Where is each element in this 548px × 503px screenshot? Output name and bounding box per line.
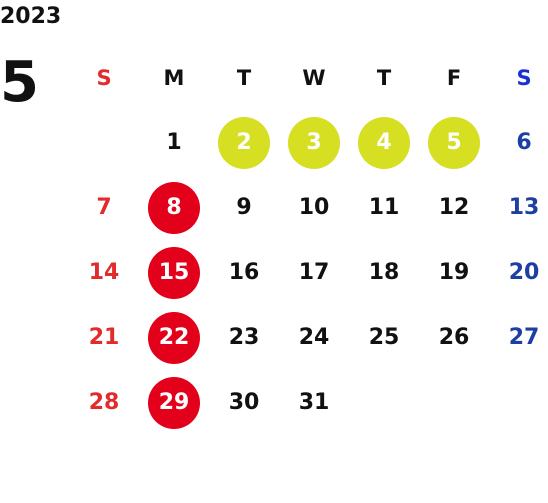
weekday-header-sun: S bbox=[69, 45, 139, 110]
day-cell[interactable]: 19 bbox=[419, 240, 489, 305]
day-number: 24 bbox=[298, 325, 330, 350]
day-cell[interactable]: 12 bbox=[419, 175, 489, 240]
day-cell[interactable]: 3 bbox=[279, 110, 349, 175]
day-cell[interactable]: 14 bbox=[69, 240, 139, 305]
day-cell[interactable]: 18 bbox=[349, 240, 419, 305]
day-cell[interactable]: 20 bbox=[489, 240, 548, 305]
day-number: 12 bbox=[438, 195, 470, 220]
holiday-highlight-circle bbox=[218, 116, 270, 169]
weekday-header-sat: S bbox=[489, 45, 548, 110]
day-number: 5 bbox=[446, 130, 462, 155]
day-number: 13 bbox=[508, 195, 540, 220]
weekday-header-wed: W bbox=[279, 45, 349, 110]
marked-day-circle bbox=[148, 181, 200, 234]
day-cell[interactable]: 4 bbox=[349, 110, 419, 175]
year-label: 2023 bbox=[0, 4, 62, 29]
holiday-highlight-circle bbox=[428, 116, 480, 169]
day-cell bbox=[349, 370, 419, 435]
day-number: 17 bbox=[298, 260, 330, 285]
day-cell[interactable]: 17 bbox=[279, 240, 349, 305]
day-number: 2 bbox=[236, 130, 252, 155]
holiday-highlight-circle bbox=[358, 116, 410, 169]
day-number: 10 bbox=[298, 195, 330, 220]
day-number: 22 bbox=[158, 325, 190, 350]
day-cell[interactable]: 5 bbox=[419, 110, 489, 175]
marked-day-circle bbox=[148, 246, 200, 299]
day-cell[interactable]: 27 bbox=[489, 305, 548, 370]
day-number: 1 bbox=[166, 130, 182, 155]
weekday-label: W bbox=[302, 65, 326, 90]
day-cell[interactable]: 29 bbox=[139, 370, 209, 435]
weekday-header-fri: F bbox=[419, 45, 489, 110]
day-cell[interactable]: 24 bbox=[279, 305, 349, 370]
day-cell[interactable]: 30 bbox=[209, 370, 279, 435]
day-cell[interactable]: 31 bbox=[279, 370, 349, 435]
day-number: 11 bbox=[368, 195, 400, 220]
weekday-header-mon: M bbox=[139, 45, 209, 110]
day-cell[interactable]: 26 bbox=[419, 305, 489, 370]
day-number: 16 bbox=[228, 260, 260, 285]
day-number: 25 bbox=[368, 325, 400, 350]
day-number: 14 bbox=[88, 260, 120, 285]
day-cell[interactable]: 15 bbox=[139, 240, 209, 305]
weekday-label: S bbox=[96, 65, 112, 90]
weekday-label: S bbox=[516, 65, 532, 90]
weekday-label: F bbox=[446, 65, 462, 90]
day-cell[interactable]: 10 bbox=[279, 175, 349, 240]
day-number: 3 bbox=[306, 130, 322, 155]
day-cell[interactable]: 21 bbox=[69, 305, 139, 370]
day-cell[interactable]: 13 bbox=[489, 175, 548, 240]
day-number: 28 bbox=[88, 390, 120, 415]
day-number: 15 bbox=[158, 260, 190, 285]
day-number: 26 bbox=[438, 325, 470, 350]
day-cell[interactable]: 7 bbox=[69, 175, 139, 240]
day-cell[interactable]: 8 bbox=[139, 175, 209, 240]
weekday-header-thu: T bbox=[349, 45, 419, 110]
day-number: 18 bbox=[368, 260, 400, 285]
day-number: 23 bbox=[228, 325, 260, 350]
day-number: 6 bbox=[516, 130, 532, 155]
day-number: 8 bbox=[166, 195, 182, 220]
day-number: 21 bbox=[88, 325, 120, 350]
marked-day-circle bbox=[148, 311, 200, 364]
day-cell bbox=[419, 370, 489, 435]
month-number: 5 bbox=[0, 50, 39, 115]
day-cell bbox=[489, 370, 548, 435]
weekday-label: T bbox=[236, 65, 252, 90]
day-cell[interactable]: 25 bbox=[349, 305, 419, 370]
day-number: 9 bbox=[236, 195, 252, 220]
marked-day-circle bbox=[148, 376, 200, 429]
weekday-header-tue: T bbox=[209, 45, 279, 110]
day-cell[interactable]: 2 bbox=[209, 110, 279, 175]
day-cell bbox=[69, 110, 139, 175]
day-cell[interactable]: 28 bbox=[69, 370, 139, 435]
day-cell[interactable]: 1 bbox=[139, 110, 209, 175]
day-cell[interactable]: 16 bbox=[209, 240, 279, 305]
day-number: 7 bbox=[96, 195, 112, 220]
day-cell[interactable]: 22 bbox=[139, 305, 209, 370]
day-number: 19 bbox=[438, 260, 470, 285]
day-cell[interactable]: 11 bbox=[349, 175, 419, 240]
day-number: 20 bbox=[508, 260, 540, 285]
day-number: 27 bbox=[508, 325, 540, 350]
day-cell[interactable]: 9 bbox=[209, 175, 279, 240]
day-number: 30 bbox=[228, 390, 260, 415]
day-number: 29 bbox=[158, 390, 190, 415]
day-cell[interactable]: 23 bbox=[209, 305, 279, 370]
weekday-label: M bbox=[163, 65, 185, 90]
day-cell[interactable]: 6 bbox=[489, 110, 548, 175]
day-number: 31 bbox=[298, 390, 330, 415]
weekday-label: T bbox=[376, 65, 392, 90]
day-number: 4 bbox=[376, 130, 392, 155]
holiday-highlight-circle bbox=[288, 116, 340, 169]
